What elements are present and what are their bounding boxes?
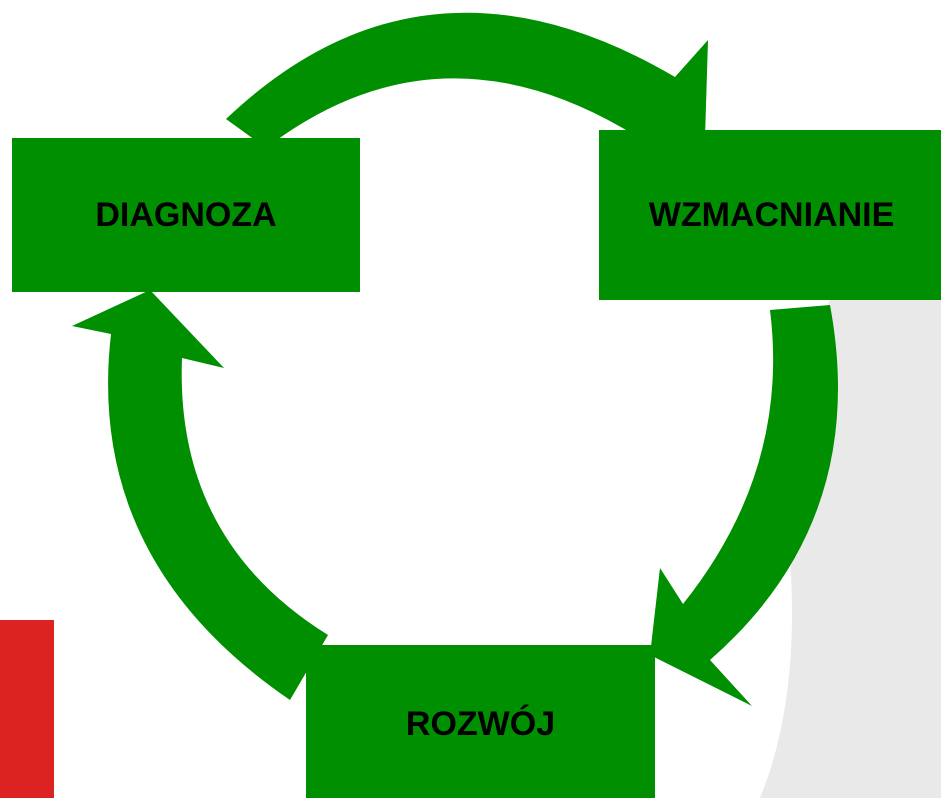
node-label-rozwoj: ROZWÓJ: [405, 704, 556, 743]
node-wzmacnianie: WZMACNIANIE: [599, 130, 941, 300]
node-box-diagnoza: [12, 138, 360, 292]
node-diagnoza: DIAGNOZA: [12, 138, 360, 292]
node-label-diagnoza: DIAGNOZA: [95, 195, 277, 234]
arrow-rozwoj-to-diagnoza: [72, 290, 328, 700]
background-red-bar: [0, 620, 54, 798]
arrow-wzmacnianie-to-rozwoj: [650, 305, 838, 706]
arrow-diagnoza-to-wzmacnianie: [226, 12, 708, 148]
node-box-rozwoj: [306, 645, 655, 798]
node-box-wzmacnianie: [599, 130, 941, 300]
node-label-wzmacnianie: WZMACNIANIE: [648, 195, 895, 234]
node-rozwoj: ROZWÓJ: [306, 645, 655, 803]
